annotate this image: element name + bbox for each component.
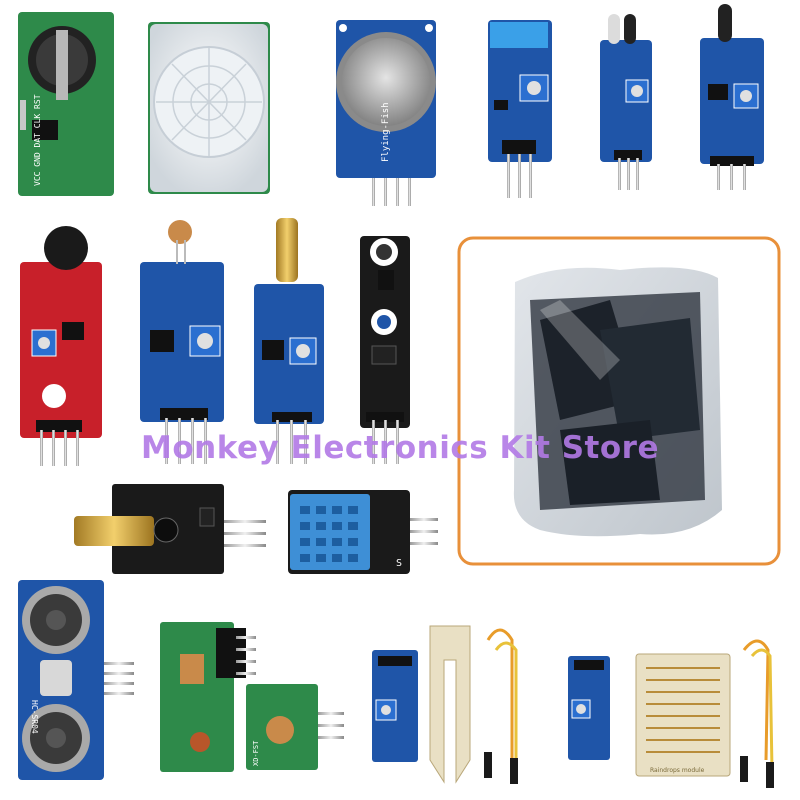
rtc-clock-module: VCC GND DAT CLK RST <box>18 12 114 196</box>
store-watermark: Monkey Electronics Kit Store <box>141 430 659 466</box>
rf-receiver-module <box>160 622 256 772</box>
ultrasonic-label: HC-SR04 <box>30 700 39 734</box>
light-sensor-module <box>140 220 224 464</box>
temperature-sensor-module <box>488 20 552 198</box>
flame-sensor-module <box>700 4 764 190</box>
rf-tx-label: XD-FST <box>252 740 260 766</box>
sound-sensor-module <box>20 226 102 466</box>
rf-transmitter-module: XD-FST <box>246 684 344 770</box>
dht11-module: S <box>288 490 438 574</box>
ultrasonic-module: HC-SR04 <box>18 580 134 780</box>
dht-pin-label: S <box>396 558 402 569</box>
pir-motion-sensor <box>148 22 270 194</box>
component-bag-frame <box>457 236 781 566</box>
rain-label: Raindrops module <box>650 767 705 774</box>
laser-module <box>74 484 266 574</box>
soil-moisture-sensor <box>372 625 518 784</box>
line-tracking-module <box>360 236 410 464</box>
raindrop-sensor: Raindrops module <box>568 639 774 788</box>
tilt-sensor-module <box>254 218 324 464</box>
svg-text:VCC GND DAT CLK RST: VCC GND DAT CLK RST <box>33 94 42 186</box>
gas-sensor-module: Flying-Fish <box>336 20 436 206</box>
ir-obstacle-module <box>600 14 652 190</box>
gas-label: Flying-Fish <box>381 102 391 162</box>
